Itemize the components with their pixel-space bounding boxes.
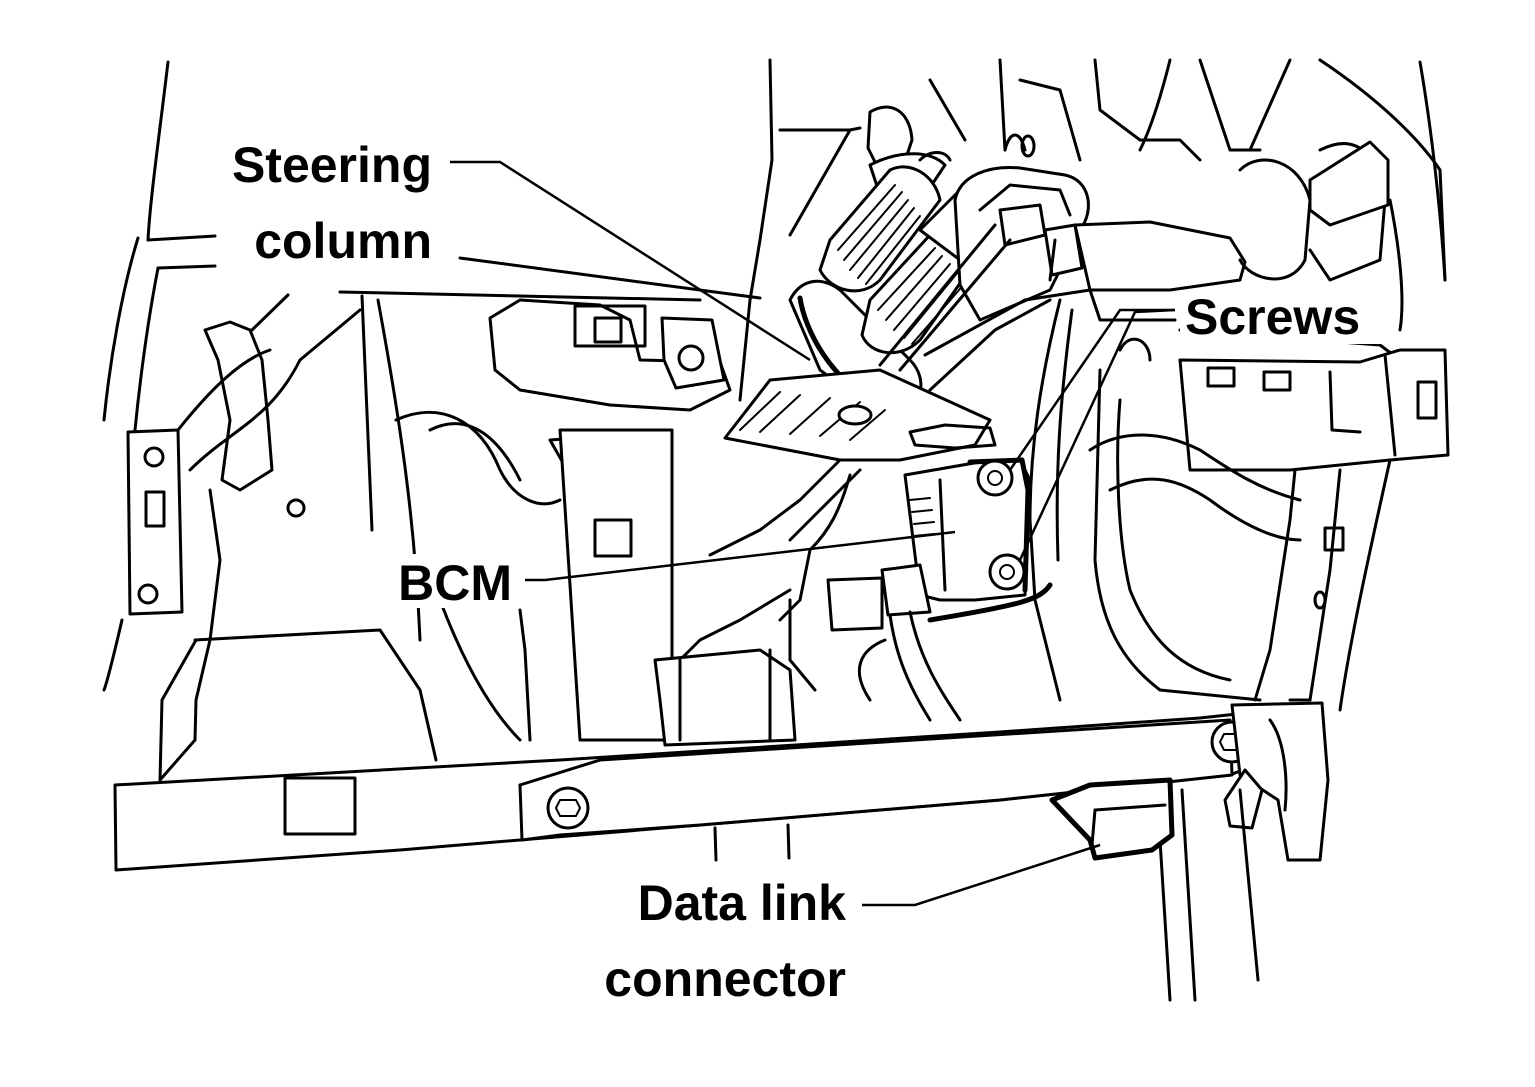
label-bg-connector [568, 950, 853, 1006]
label-bcm: BCM [398, 555, 512, 611]
data-link-leader [862, 843, 1101, 907]
label-bg-screws [1180, 290, 1385, 344]
label-steering: Steering [232, 137, 432, 193]
label-bg-column [232, 212, 437, 266]
screws-leader-lower [1018, 308, 1176, 561]
bolt-left-icon [546, 786, 590, 830]
label-bg-datalink [605, 874, 853, 930]
label-column: column [254, 213, 432, 269]
bcm-upper-screw-icon [976, 459, 1014, 497]
bcm-lower-screw-icon [988, 553, 1026, 591]
label-screws: Screws [1185, 289, 1360, 345]
steering-column-leader [450, 160, 811, 362]
label-data-link: Data link [638, 875, 847, 931]
label-connector: connector [604, 951, 846, 1007]
label-bg-bcm [376, 554, 518, 608]
center-dash-structure [193, 58, 774, 762]
knee-panel [158, 598, 817, 782]
left-dash-panel [102, 60, 362, 782]
leader-lines [450, 160, 1176, 907]
label-bg-steering [205, 138, 437, 192]
cross-member-bar [113, 701, 1330, 872]
bcm-module [826, 457, 1053, 722]
data-link-connector [1049, 777, 1260, 1002]
steering-column-assembly [778, 58, 1447, 417]
right-dash-structure [1028, 238, 1450, 712]
bcm-leader [525, 530, 956, 582]
